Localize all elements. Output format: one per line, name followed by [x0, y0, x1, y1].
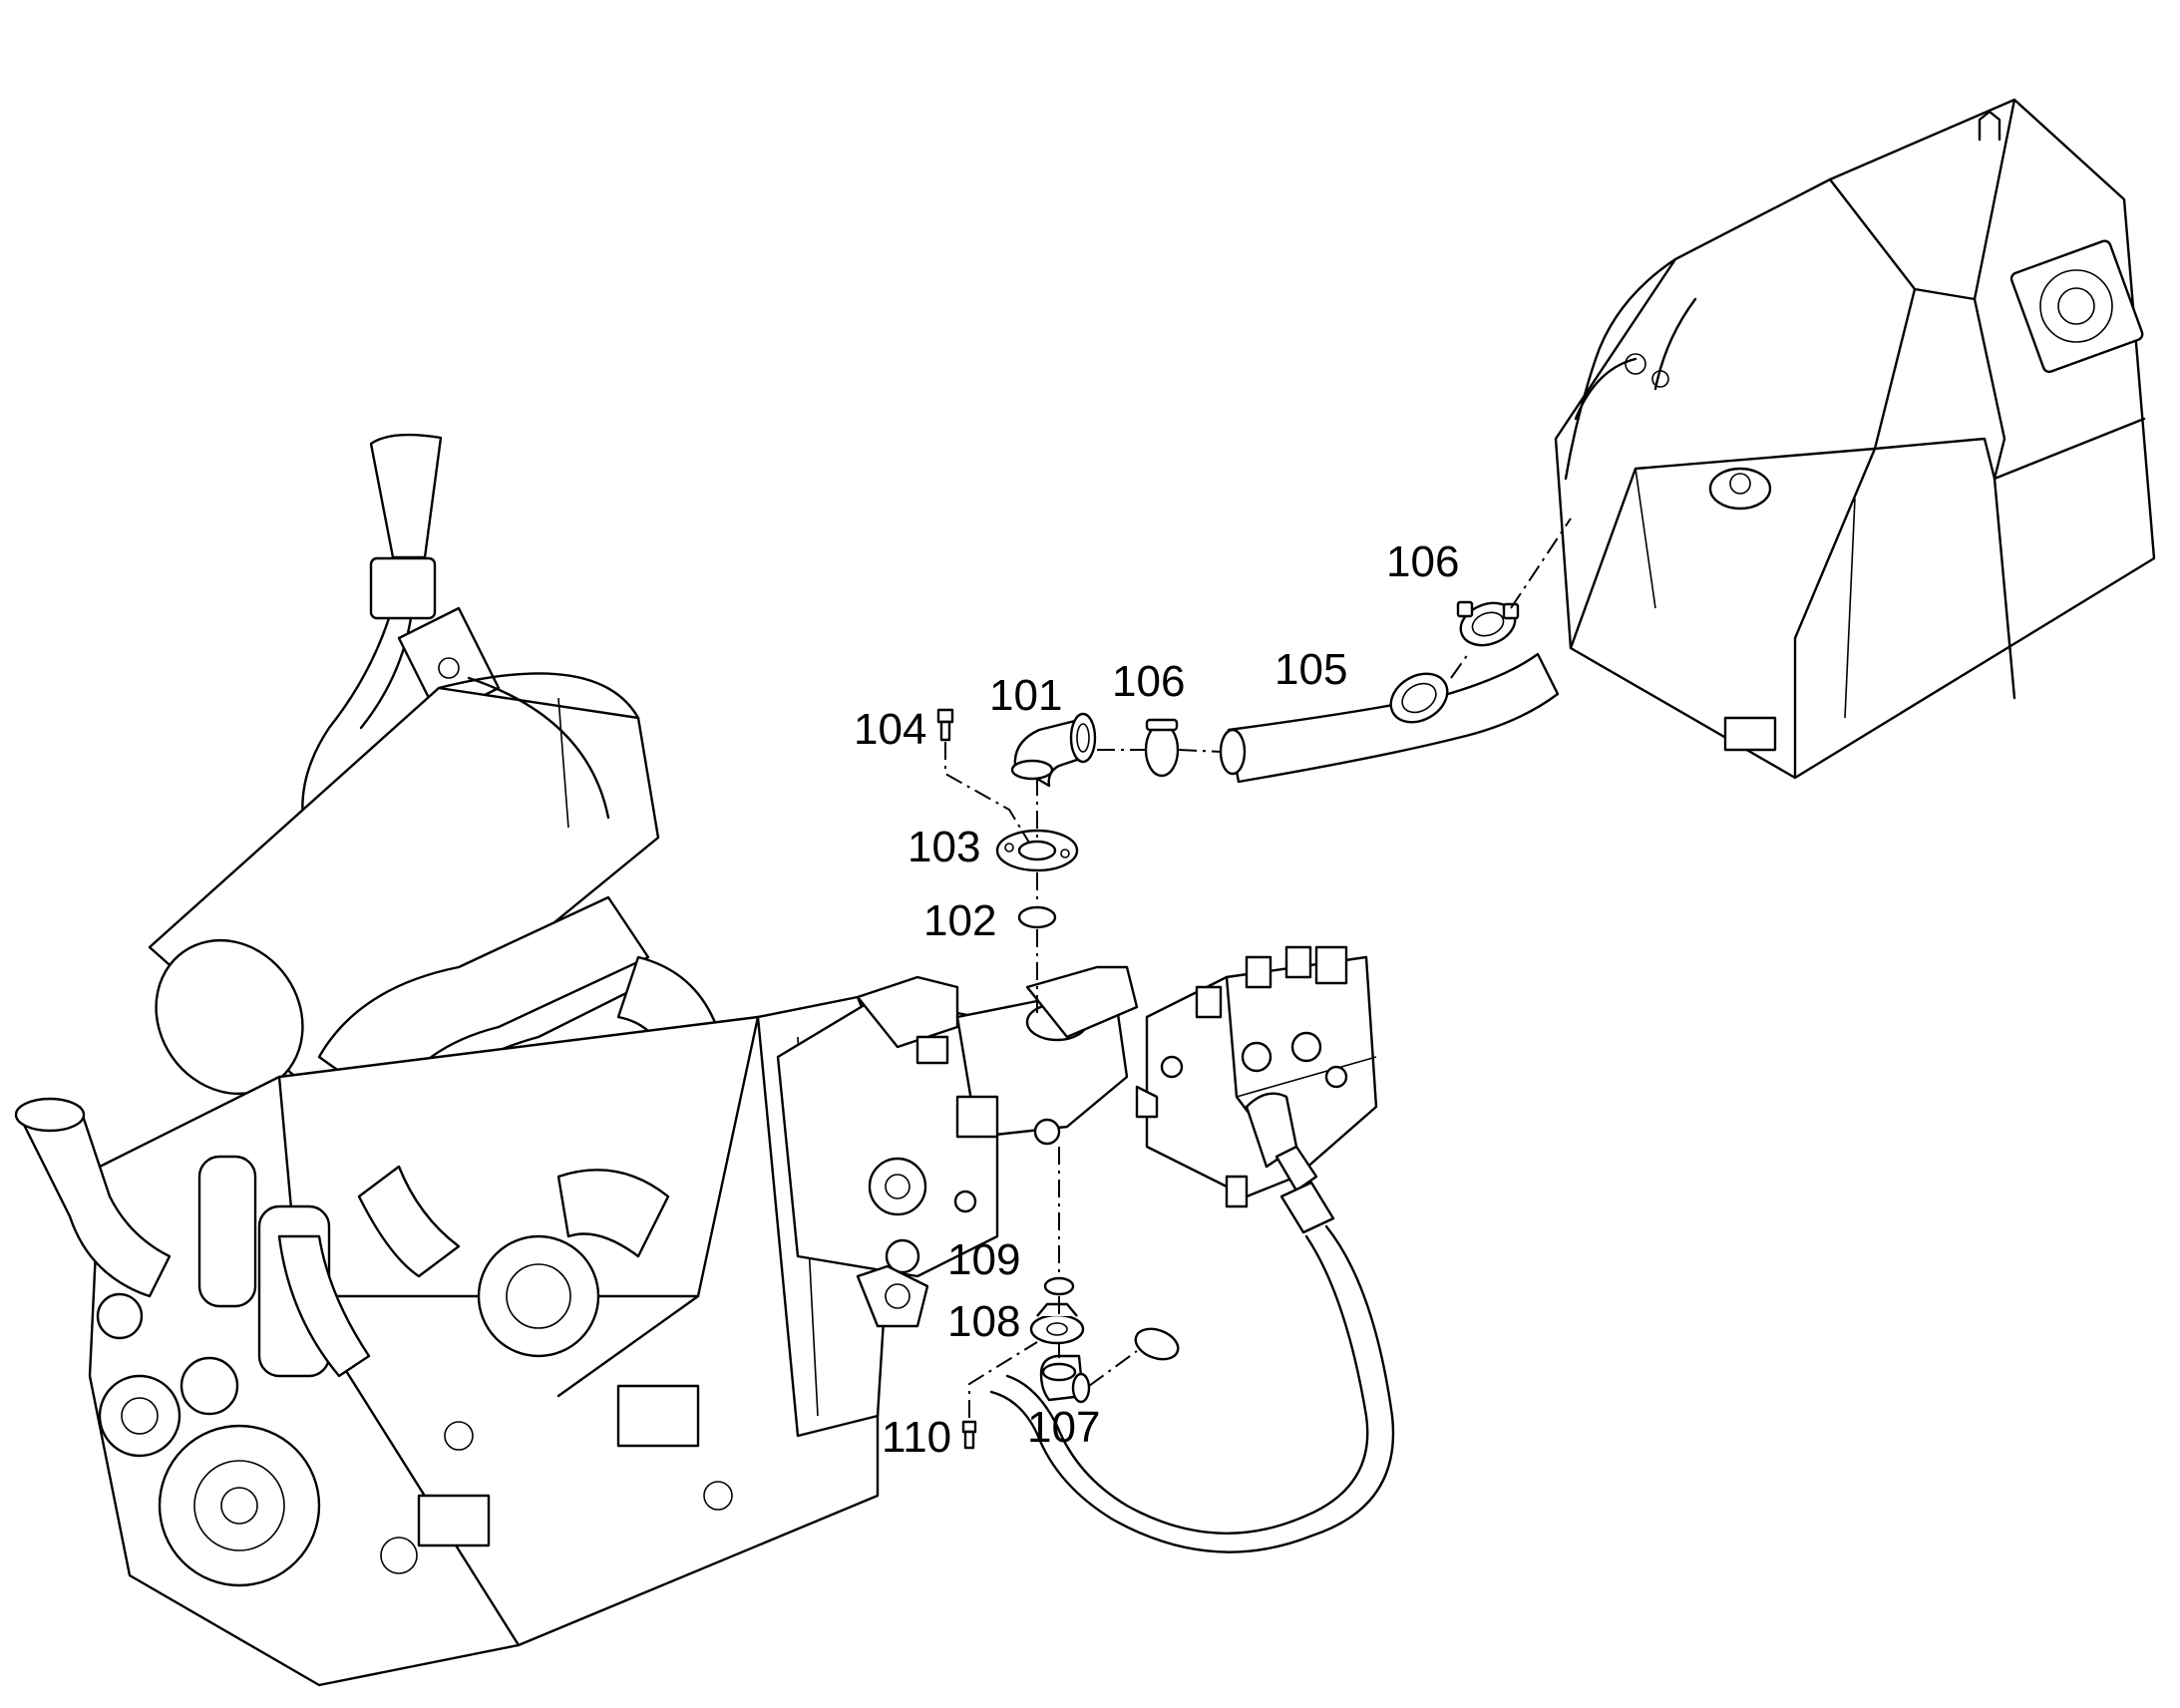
label-110: 110 [882, 1413, 951, 1462]
part-109-o-ring [1043, 1276, 1075, 1296]
control-valve-block [1135, 945, 1378, 1208]
hydraulic-pump [776, 965, 1139, 1328]
label-103: 103 [908, 823, 980, 871]
hydraulic-tank [1554, 98, 2156, 780]
part-103-flange [995, 829, 1079, 872]
return-hose [989, 1145, 1395, 1553]
label-104: 104 [854, 705, 926, 754]
part-108-flange [1029, 1302, 1085, 1345]
label-106-b: 106 [1386, 537, 1459, 586]
assembly-center-lines [944, 517, 1572, 1418]
label-109: 109 [947, 1235, 1020, 1284]
part-110-bolt [961, 1420, 977, 1450]
label-105: 105 [1274, 645, 1347, 694]
label-107: 107 [1027, 1403, 1100, 1452]
part-104-bolt [936, 708, 954, 742]
label-101: 101 [989, 671, 1062, 720]
label-108: 108 [947, 1297, 1020, 1346]
callout-labels: 101 102 103 104 105 106 106 107 108 109 … [854, 537, 1459, 1462]
label-106-a: 106 [1112, 657, 1185, 706]
engine-assembly [14, 433, 900, 1687]
label-102: 102 [923, 896, 996, 945]
part-101-elbow [1010, 712, 1097, 788]
part-106-clamp-small [1144, 718, 1180, 778]
part-102-o-ring [1017, 905, 1057, 929]
part-106-clamp-large [1456, 600, 1520, 647]
part-105-hose [1219, 652, 1560, 784]
part-107-elbow-fitting [1039, 1354, 1091, 1404]
